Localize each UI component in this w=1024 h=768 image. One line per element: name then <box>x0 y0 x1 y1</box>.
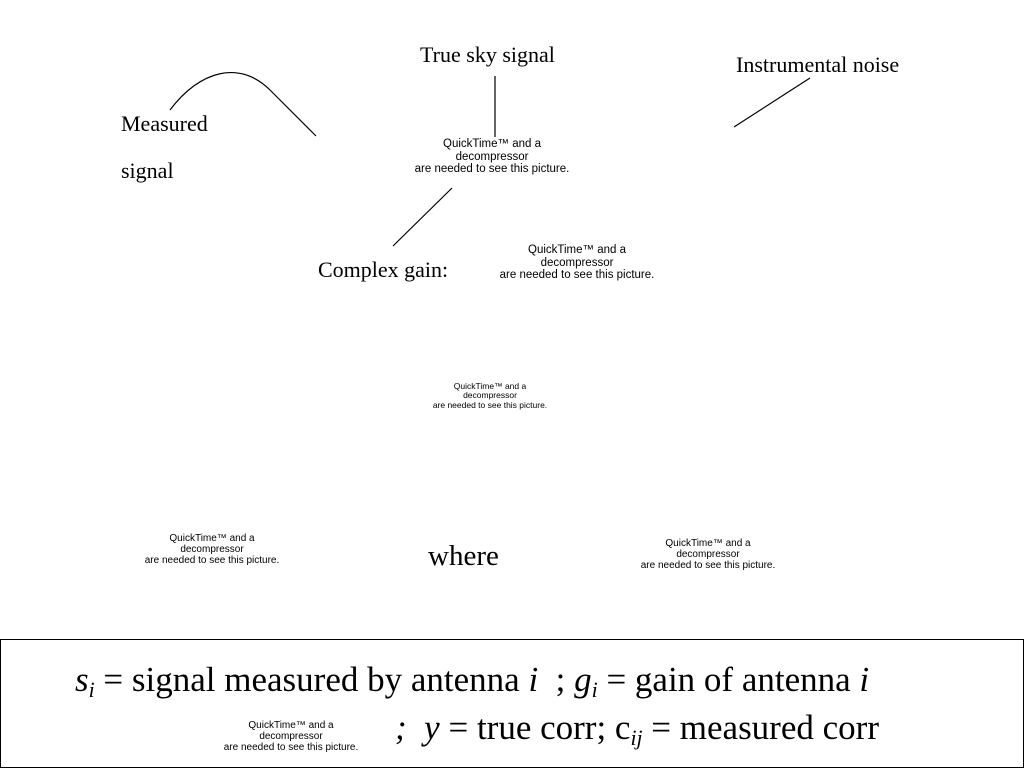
separator: ; <box>555 660 566 699</box>
separator: ; <box>395 708 407 747</box>
c-definition: = measured corr <box>651 708 879 747</box>
definitions-box: si = signal measured by antenna i ; gi =… <box>0 639 1024 768</box>
c-subscript: ij <box>630 726 643 751</box>
g-variable: g <box>574 660 592 699</box>
y-definition: = true corr; c <box>448 708 631 747</box>
y-variable: y <box>424 708 440 747</box>
measured-signal-arrow <box>169 72 317 137</box>
instrumental-noise-label: Instrumental noise <box>736 52 900 77</box>
signal-label: signal <box>121 158 174 183</box>
complex-gain-label: Complex gain: <box>318 257 449 282</box>
g-antenna-index: i <box>859 660 870 699</box>
s-definition: = signal measured by antenna <box>103 660 520 699</box>
complex-gain-pointer <box>392 187 453 247</box>
where-label: where <box>428 540 499 572</box>
measured-label: Measured <box>121 111 208 136</box>
g-definition: = gain of antenna <box>606 660 851 699</box>
true-sky-signal-label: True sky signal <box>420 42 555 67</box>
s-antenna-index: i <box>528 660 539 699</box>
instrumental-noise-pointer <box>733 77 811 128</box>
definitions-line-2: ; y = true corr; cij = measured corr <box>395 708 879 751</box>
s-variable: s <box>75 660 89 699</box>
g-subscript: i <box>591 678 598 703</box>
s-subscript: i <box>88 678 95 703</box>
definitions-line-1: si = signal measured by antenna i ; gi =… <box>75 660 870 703</box>
